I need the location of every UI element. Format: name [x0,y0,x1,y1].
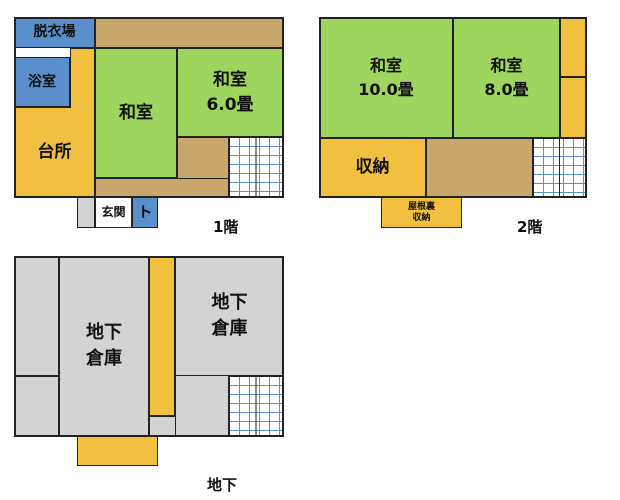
basement-label: 地下 [207,476,238,494]
washitsu-room-a: 和室 [95,48,177,178]
basement-center-passage [149,256,175,416]
floor1-corridor-bottom [95,178,229,197]
basement-storehouse-left: 地下 倉庫 [59,256,149,436]
washitsu-room-b: 和室 6.0畳 [177,48,283,137]
kitchen-upper-area [70,48,95,108]
basement-annex [77,436,158,466]
floor1-corridor-top [95,17,283,48]
floor2-stairs [533,138,586,197]
basement-storehouse-right: 地下 倉庫 [175,256,283,376]
floor2-label: 2階 [517,218,543,236]
floor2-closet-lower [560,77,586,138]
toilet: ト [132,197,158,228]
basement-lower-right [175,376,229,436]
washitsu-10-jo: 和室 10.0畳 [319,17,453,138]
floor1-label: 1階 [213,218,239,236]
floor2-storage: 収納 [319,138,426,197]
floor2-closet-upper [560,17,586,77]
entrance: 玄関 [95,197,132,228]
attic-storage: 屋根裏 収納 [381,197,462,228]
basement-side-room-lower [14,376,59,436]
floor1-porch [77,197,95,228]
basement-side-room-upper [14,256,59,376]
floor1-stairs [229,137,283,197]
kitchen: 台所 [14,107,95,197]
washitsu-8-jo: 和室 8.0畳 [453,17,560,138]
floor2-corridor [426,138,533,197]
dressing-room: 脱衣場 [14,17,95,48]
basement-stairs [229,376,283,436]
bathroom: 浴室 [14,57,70,107]
